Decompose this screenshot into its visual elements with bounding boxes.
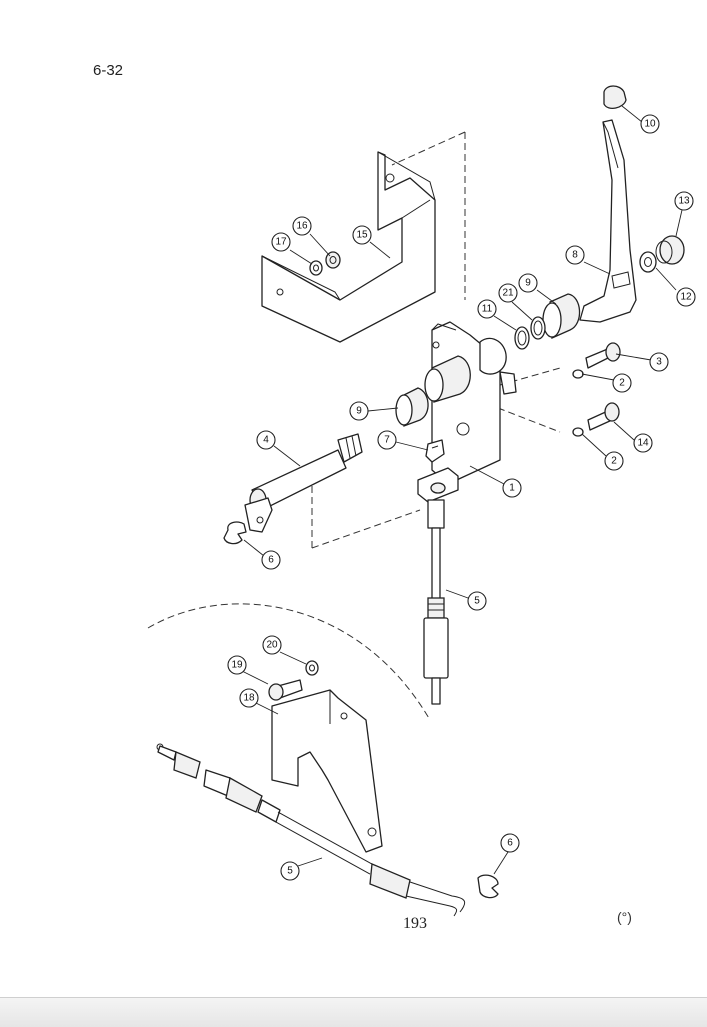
part-pivot-shaft — [244, 433, 363, 533]
page-number: 193 — [403, 915, 427, 932]
svg-text:10: 10 — [644, 119, 656, 130]
callout-2-upper: 2 — [612, 373, 632, 393]
part-bolts-and-washers — [572, 342, 621, 437]
svg-text:18: 18 — [243, 693, 255, 704]
part-e-clip-upper — [223, 521, 247, 545]
callout-markers: 10 13 16 17 15 8 9 21 11 12 3 2 9 7 4 14… — [227, 114, 696, 881]
callout-5-upper: 5 — [467, 591, 487, 611]
callout-6-lower: 6 — [500, 833, 520, 853]
svg-text:7: 7 — [384, 435, 390, 446]
callout-16: 16 — [292, 216, 312, 236]
callout-3: 3 — [649, 352, 669, 372]
svg-text:15: 15 — [356, 230, 368, 241]
part-control-cable-lower — [156, 743, 466, 917]
section-reference: 6-32 — [93, 62, 124, 79]
callout-19: 19 — [227, 655, 247, 675]
scan-edge-strip — [0, 997, 707, 1027]
part-shift-lever — [579, 119, 637, 323]
part-retaining-clip — [425, 439, 445, 463]
svg-text:19: 19 — [231, 660, 243, 671]
callout-2-lower: 2 — [604, 451, 624, 471]
callout-17: 17 — [271, 232, 291, 252]
callout-18: 18 — [239, 688, 259, 708]
callout-10: 10 — [640, 114, 660, 134]
callout-14: 14 — [633, 433, 653, 453]
part-lower-collar — [395, 387, 429, 427]
svg-text:14: 14 — [637, 438, 649, 449]
svg-text:12: 12 — [680, 292, 692, 303]
callout-9-lower: 9 — [349, 401, 369, 421]
callout-12: 12 — [676, 287, 696, 307]
svg-text:3: 3 — [656, 357, 662, 368]
svg-text:11: 11 — [482, 304, 493, 315]
svg-text:8: 8 — [572, 250, 578, 261]
svg-text:5: 5 — [287, 866, 293, 877]
svg-text:16: 16 — [296, 221, 308, 232]
assembly-guide-lines — [147, 131, 561, 721]
svg-text:17: 17 — [275, 237, 287, 248]
callout-21: 21 — [498, 283, 518, 303]
callout-6-upper: 6 — [261, 550, 281, 570]
svg-text:1: 1 — [509, 483, 515, 494]
svg-text:4: 4 — [263, 435, 269, 446]
part-collar-and-rings — [514, 293, 581, 350]
callout-15: 15 — [352, 225, 372, 245]
part-cable-bracket-plate — [271, 689, 383, 853]
callout-11: 11 — [477, 299, 497, 319]
svg-text:6: 6 — [507, 838, 513, 849]
svg-text:5: 5 — [474, 596, 480, 607]
callout-7: 7 — [377, 430, 397, 450]
part-control-cable-vertical — [423, 499, 449, 705]
part-lever-bushing — [639, 235, 685, 273]
corner-mark: (°) — [617, 909, 632, 925]
part-main-bracket — [417, 321, 517, 503]
callout-9-upper: 9 — [518, 273, 538, 293]
callout-20: 20 — [262, 635, 282, 655]
svg-text:2: 2 — [619, 378, 625, 389]
part-nut-and-washer — [309, 251, 341, 276]
callout-1: 1 — [502, 478, 522, 498]
svg-text:13: 13 — [678, 196, 690, 207]
part-bracket-cover — [261, 151, 436, 343]
svg-text:6: 6 — [268, 555, 274, 566]
part-e-clip-lower — [477, 874, 499, 899]
callout-13: 13 — [674, 191, 694, 211]
part-bracket-bolt-and-washer — [268, 660, 319, 701]
svg-text:2: 2 — [611, 456, 617, 467]
svg-text:21: 21 — [502, 288, 514, 299]
svg-text:9: 9 — [525, 278, 531, 289]
callout-8: 8 — [565, 245, 585, 265]
callout-leader-lines — [239, 105, 683, 875]
callout-4: 4 — [256, 430, 276, 450]
callout-5-lower: 5 — [280, 861, 300, 881]
part-lever-knob — [603, 85, 627, 110]
svg-text:20: 20 — [266, 640, 278, 651]
svg-text:9: 9 — [356, 406, 362, 417]
part-bracket-collar — [424, 355, 471, 403]
